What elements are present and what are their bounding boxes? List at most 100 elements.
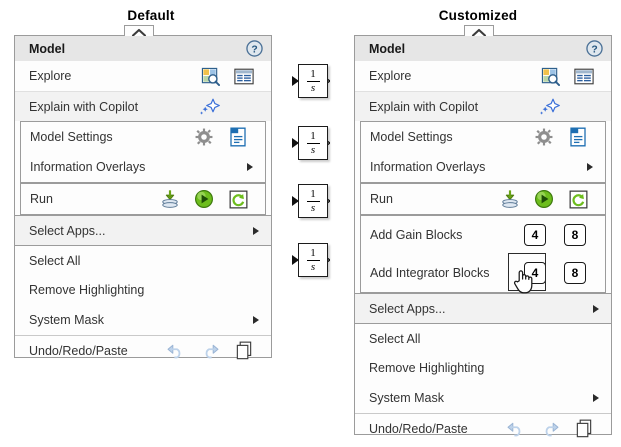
paste-clipboard-icon[interactable] — [227, 338, 261, 364]
numerator: 1 — [310, 187, 316, 200]
denominator: s — [310, 81, 316, 94]
menu-item-add-integrator-blocks[interactable]: Add Integrator Blocks 4 8 — [361, 253, 605, 292]
undo-arrow-icon[interactable] — [499, 416, 533, 442]
gear-icon[interactable] — [527, 124, 561, 150]
fast-restart-icon[interactable] — [561, 186, 595, 212]
copilot-sparkle-icon[interactable] — [193, 94, 227, 120]
fast-restart-icon[interactable] — [221, 186, 255, 212]
menu-item-label: System Mask — [369, 391, 445, 405]
gear-icon[interactable] — [187, 124, 221, 150]
menu-item-label: Information Overlays — [370, 160, 486, 174]
menu-item-label: Undo/Redo/Paste — [369, 421, 468, 436]
menu-item-information-overlays[interactable]: Information Overlays — [361, 152, 605, 182]
explore-magnifier-icon[interactable] — [533, 63, 567, 89]
redo-arrow-icon[interactable] — [533, 416, 567, 442]
menu-item-select-apps[interactable]: Select Apps... — [355, 293, 611, 323]
menu-item-label: Select Apps... — [29, 223, 106, 238]
menu-item-explore[interactable]: Explore — [15, 61, 271, 91]
redo-arrow-icon[interactable] — [193, 338, 227, 364]
menu-item-explore[interactable]: Explore — [355, 61, 611, 91]
menu-header: Model ? — [15, 36, 271, 61]
numerator: 1 — [310, 67, 316, 80]
icon-slot-empty — [227, 94, 261, 120]
menu-item-label: Remove Highlighting — [29, 283, 145, 297]
button-value: 8 — [564, 262, 586, 284]
menu-item-run[interactable]: Run — [21, 184, 265, 214]
menu-item-undo-redo-paste[interactable]: Undo/Redo/Paste — [15, 335, 271, 365]
menu-item-select-all[interactable]: Select All — [355, 323, 611, 353]
integrator-block[interactable]: 1 s — [292, 184, 330, 218]
menu-item-system-mask[interactable]: System Mask — [355, 383, 611, 413]
menu-header: Model ? — [355, 36, 611, 61]
model-browser-icon[interactable] — [567, 63, 601, 89]
add-integrator-blocks-8-button[interactable]: 8 — [555, 260, 595, 286]
paste-clipboard-icon[interactable] — [567, 416, 601, 442]
submenu-caret-icon — [247, 163, 253, 171]
menu-item-model-settings[interactable]: Model Settings — [21, 122, 265, 152]
model-browser-icon[interactable] — [227, 63, 261, 89]
menu-item-label: Explain with Copilot — [369, 99, 479, 114]
integrator-block[interactable]: 1 s — [292, 126, 330, 160]
menu-item-label: Remove Highlighting — [369, 361, 485, 375]
icon-slot-empty — [567, 94, 601, 120]
menu-item-label: Explain with Copilot — [29, 99, 139, 114]
explore-magnifier-icon[interactable] — [193, 63, 227, 89]
menu-item-select-all[interactable]: Select All — [15, 245, 271, 275]
menu-item-model-settings[interactable]: Model Settings — [361, 122, 605, 152]
menu-group-custom-blocks: Add Gain Blocks 4 8 Add Integrator Block… — [360, 215, 606, 293]
integrator-block[interactable]: 1 s — [292, 243, 330, 277]
update-model-icon[interactable] — [153, 186, 187, 212]
menu-header-label: Model — [29, 41, 66, 56]
denominator: s — [310, 143, 316, 156]
button-value: 4 — [524, 224, 546, 246]
denominator: s — [310, 201, 316, 214]
numerator: 1 — [310, 129, 316, 142]
model-properties-icon[interactable] — [561, 124, 595, 150]
model-properties-icon[interactable] — [221, 124, 255, 150]
help-question-icon[interactable]: ? — [246, 40, 263, 57]
menu-item-label: Run — [30, 192, 53, 206]
integrator-block[interactable]: 1 s — [292, 64, 330, 98]
run-play-icon[interactable] — [527, 186, 561, 212]
integrator-transfer-function: 1 s — [306, 67, 320, 94]
submenu-caret-icon — [593, 394, 599, 402]
add-gain-blocks-8-button[interactable]: 8 — [555, 222, 595, 248]
menu-item-label: Run — [370, 192, 393, 206]
run-play-icon[interactable] — [187, 186, 221, 212]
denominator: s — [310, 260, 316, 273]
menu-item-label: Explore — [369, 69, 412, 83]
menu-item-add-gain-blocks[interactable]: Add Gain Blocks 4 8 — [361, 216, 605, 254]
menu-item-run[interactable]: Run — [361, 184, 605, 214]
menu-group-settings: Model Settings — [20, 121, 266, 183]
menu-item-system-mask[interactable]: System Mask — [15, 305, 271, 335]
submenu-caret-icon — [253, 226, 259, 235]
menu-item-explain-with-copilot[interactable]: Explain with Copilot — [15, 91, 271, 121]
add-integrator-blocks-4-button[interactable]: 4 — [508, 253, 555, 291]
numerator: 1 — [310, 246, 316, 259]
help-question-icon[interactable]: ? — [586, 40, 603, 57]
menu-item-undo-redo-paste[interactable]: Undo/Redo/Paste — [355, 413, 611, 443]
customized-column-title: Customized — [438, 8, 518, 23]
menu-item-label: Select All — [29, 253, 81, 268]
add-gain-blocks-4-button[interactable]: 4 — [515, 222, 555, 248]
menu-item-label: Undo/Redo/Paste — [29, 343, 128, 358]
menu-item-remove-highlighting[interactable]: Remove Highlighting — [15, 275, 271, 305]
menu-header-label: Model — [369, 41, 406, 56]
menu-item-remove-highlighting[interactable]: Remove Highlighting — [355, 353, 611, 383]
copilot-sparkle-icon[interactable] — [533, 94, 567, 120]
menu-group-settings: Model Settings — [360, 121, 606, 183]
undo-arrow-icon[interactable] — [159, 338, 193, 364]
menu-item-explain-with-copilot[interactable]: Explain with Copilot — [355, 91, 611, 121]
update-model-icon[interactable] — [493, 186, 527, 212]
svg-text:?: ? — [251, 44, 257, 55]
menu-item-select-apps[interactable]: Select Apps... — [15, 215, 271, 245]
integrator-transfer-function: 1 s — [306, 187, 320, 214]
button-value: 4 — [524, 262, 546, 284]
menu-item-label: Model Settings — [30, 130, 113, 144]
menu-item-information-overlays[interactable]: Information Overlays — [21, 152, 265, 182]
button-value: 8 — [564, 224, 586, 246]
submenu-caret-icon — [253, 316, 259, 324]
svg-text:?: ? — [591, 44, 597, 55]
menu-item-label: Add Integrator Blocks — [370, 266, 490, 280]
